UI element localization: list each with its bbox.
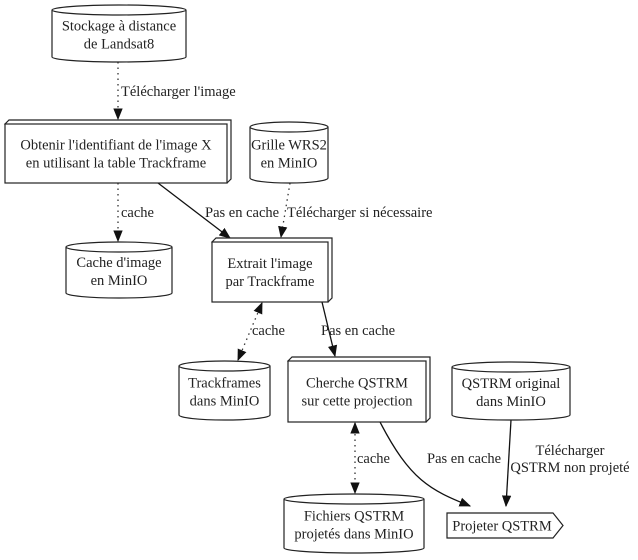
node-projeter: Projeter QSTRM — [446, 512, 564, 539]
box-shape — [4, 123, 228, 184]
node-label: Grille WRS2 — [251, 138, 327, 154]
cylinder-shape — [65, 241, 173, 299]
node-fichiers: Fichiers QSTRM projetés dans MinIO — [283, 493, 425, 554]
node-grille: Grille WRS2 en MinIO — [249, 121, 329, 184]
node-qstrm-original: QSTRM original dans MinIO — [451, 361, 571, 421]
node-obtenir: Obtenir l'identifiant de l'image X en uti… — [3, 119, 232, 184]
node-label: Obtenir l'identifiant de l'image X — [20, 138, 212, 154]
node-label: en MinIO — [91, 273, 148, 289]
edge-label: Pas en cache — [321, 323, 395, 339]
edge-grille-to-extrait: Télécharger si nécessaire — [278, 182, 432, 239]
node-label: Stockage à distance — [62, 19, 176, 35]
node-label: dans MinIO — [476, 394, 546, 410]
edge-label: cache — [357, 451, 390, 467]
edge-cherche-to-fichiers: cache — [350, 421, 390, 495]
cylinder-shape — [51, 4, 187, 63]
edge-obtenir-to-extrait: Pas en cache — [157, 182, 279, 239]
node-cache-image: Cache d'image en MinIO — [65, 241, 173, 299]
edge-label: Télécharger si nécessaire — [287, 205, 432, 221]
cylinder-shape — [283, 493, 425, 554]
edge-label: cache — [252, 323, 285, 339]
node-label: Trackframes — [188, 376, 261, 392]
edge-label: QSTRM non projeté — [510, 460, 629, 476]
node-landsat: Stockage à distance de Landsat8 — [51, 4, 187, 63]
node-label: Cache d'image — [76, 255, 161, 271]
edge-landsat-to-obtenir: Télécharger l'image — [113, 62, 236, 121]
box-shape — [287, 360, 427, 423]
cylinder-shape — [178, 360, 271, 421]
edge-label: Pas en cache — [427, 451, 501, 467]
edge-label: cache — [121, 205, 154, 221]
edge-label: Télécharger l'image — [121, 84, 236, 100]
edge-cherche-to-projeter: Pas en cache — [379, 421, 501, 507]
edge-line — [379, 421, 472, 507]
node-label: Fichiers QSTRM — [304, 509, 404, 525]
node-label: par Trackframe — [226, 274, 315, 290]
node-label: en utilisant la table Trackframe — [26, 156, 206, 172]
pentagon-shape — [446, 512, 564, 539]
node-label: en MinIO — [261, 156, 318, 172]
box-shape — [211, 241, 329, 303]
edge-line — [321, 301, 338, 358]
edge-extrait-to-trackframes: cache — [237, 301, 285, 362]
node-label: dans MinIO — [190, 394, 260, 410]
node-label: de Landsat8 — [84, 37, 154, 53]
node-label: sur cette projection — [301, 394, 413, 410]
edge-line — [501, 419, 512, 508]
edge-label: Pas en cache — [205, 205, 279, 221]
cylinder-shape — [249, 121, 329, 184]
edge-obtenir-to-cache_image: cache — [113, 183, 154, 243]
node-extrait: Extrait l'image par Trackframe — [210, 237, 333, 303]
edge-label: Télécharger — [536, 443, 605, 459]
edge-line — [157, 182, 231, 239]
node-cherche: Cherche QSTRM sur cette projection — [286, 356, 431, 423]
node-label: Cherche QSTRM — [306, 376, 408, 392]
node-trackframes: Trackframes dans MinIO — [178, 360, 271, 421]
node-label: projetés dans MinIO — [294, 527, 413, 543]
cylinder-shape — [451, 361, 571, 421]
node-label: QSTRM original — [462, 376, 561, 392]
node-label: Extrait l'image — [227, 256, 312, 272]
node-label: Projeter QSTRM — [452, 519, 552, 535]
edge-extrait-to-cherche: Pas en cache — [321, 301, 395, 358]
